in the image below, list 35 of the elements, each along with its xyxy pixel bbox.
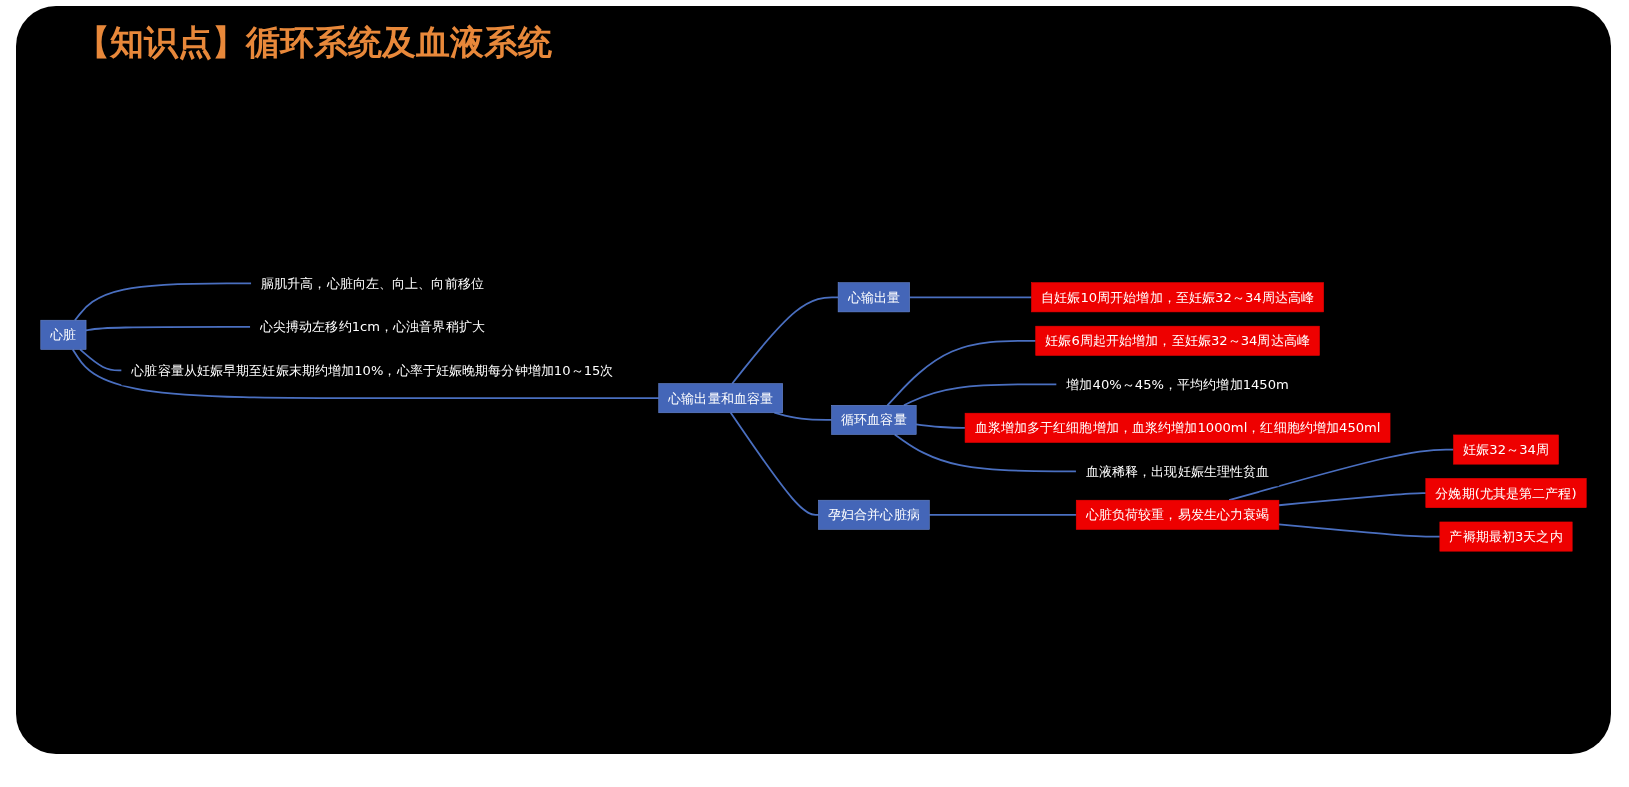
connector (886, 339, 1037, 407)
node-box (818, 499, 930, 530)
node-box (1035, 325, 1320, 356)
node-box (837, 282, 910, 313)
connector (79, 348, 123, 372)
connector (85, 326, 252, 332)
node-box (1075, 499, 1280, 530)
connector (731, 296, 840, 385)
connector (1278, 523, 1441, 538)
connector (74, 282, 253, 322)
connector (773, 411, 833, 421)
connector (1228, 448, 1455, 502)
connector (908, 296, 1033, 299)
node-box (964, 412, 1391, 443)
node-box (1439, 521, 1573, 552)
connector (915, 423, 966, 429)
connector (1278, 492, 1427, 507)
node-text: 心尖搏动左移约1cm，心浊音界稍扩大 (259, 319, 485, 335)
card-background: 【知识点】循环系统及血液系统 心脏 膈肌升高，心脏向左、向上、向前移位 心尖搏动左移约1cm，心浊音界稍扩大 心脏容量从妊娠早期至妊娠末期约增加10%，心率于妊娠晚期每分钟增加10～15次 心输出量和血容量 心输出量 自妊娠10周开始增加，至妊娠32～34周达高峰 循环血容量 妊娠6周起开始增加，至妊娠32～34周达高峰 增加40%～45%，平均约增加1450m 血浆增加多于红细胞增加，血浆约增加1000ml，红细胞约增加450ml 血液稀释，出现妊娠生理性贫血 孕妇合并心脏病 心脏负荷较重，易发生心力衰竭 妊娠32～34周 分娩期(尤其是第二产程) 产褥期最初3天之内 (16, 6, 1611, 754)
node-box (40, 319, 87, 350)
node-box (1453, 434, 1559, 465)
connector (71, 348, 660, 400)
connector (893, 433, 1078, 473)
node-box (1031, 282, 1324, 313)
node-box (1425, 478, 1587, 508)
title: 【知识点】循环系统及血液系统 (76, 21, 552, 64)
connector (928, 513, 1078, 516)
node-text: 心脏容量从妊娠早期至妊娠末期约增加10%，心率于妊娠晚期每分钟增加10～15次 (131, 362, 614, 378)
node-text: 血液稀释，出现妊娠生理性贫血 (1085, 463, 1270, 479)
node-box (658, 383, 783, 414)
connector (903, 383, 1058, 407)
node-text: 膈肌升高，心脏向左、向上、向前移位 (260, 275, 484, 291)
connector (729, 411, 820, 516)
node-text: 增加40%～45%，平均约增加1450m (1066, 376, 1289, 392)
node-box (831, 405, 917, 435)
